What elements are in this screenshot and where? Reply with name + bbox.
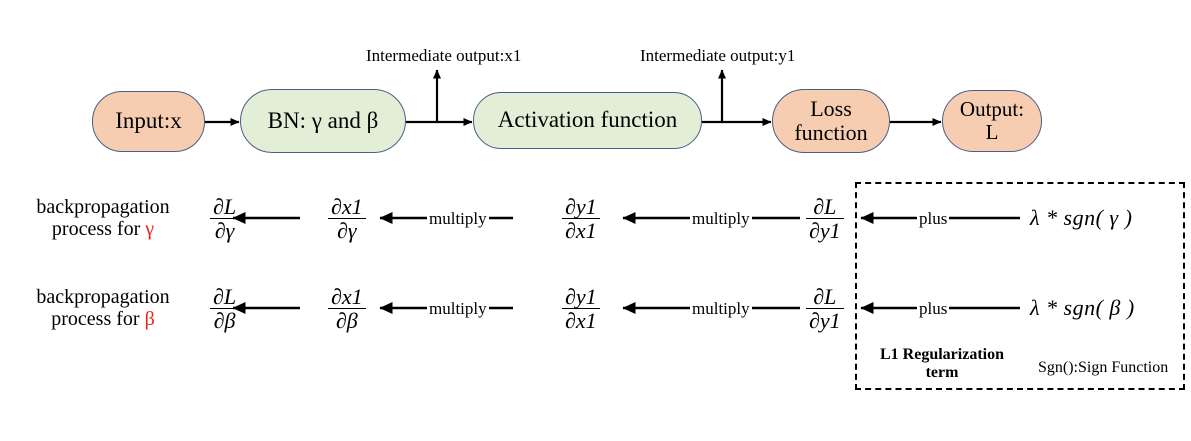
node-output-label-line2: L	[985, 120, 999, 144]
frac-dy1-dx1-row1: ∂y1 ∂x1	[562, 195, 600, 243]
edge-label-row2-plus: plus	[917, 299, 950, 319]
frac-dy1-dx1-row1-num: ∂y1	[565, 194, 597, 219]
frac-dL-dgamma-num: ∂L	[213, 194, 237, 219]
frac-dL-dgamma-den: ∂γ	[210, 218, 240, 243]
node-loss-label-line2: function	[794, 120, 868, 145]
frac-dx1-dbeta-num: ∂x1	[331, 284, 363, 309]
l1-regularization-caption-line2: term	[925, 364, 959, 382]
row-label-beta-line2: process for β	[8, 308, 198, 330]
frac-dy1-dx1-row1-den: ∂x1	[562, 218, 600, 243]
row-label-beta: backpropagation process for β	[8, 286, 198, 331]
l1-regularization-caption-line1: L1 Regularization	[880, 346, 1004, 363]
edge-label-row2-multiply-2: multiply	[690, 299, 752, 319]
frac-dx1-dbeta-den: ∂β	[328, 308, 366, 333]
frac-dx1-dbeta: ∂x1 ∂β	[328, 285, 366, 333]
frac-dL-dy1-row2: ∂L ∂y1	[806, 285, 844, 333]
node-output[interactable]: Output: L	[942, 90, 1042, 152]
frac-dL-dy1-row2-den: ∂y1	[806, 308, 844, 333]
node-batchnorm-label: BN: γ and β	[267, 107, 379, 133]
row-label-gamma-line1: backpropagation	[36, 196, 170, 218]
node-output-label-line1: Output:	[959, 97, 1025, 122]
frac-dx1-dgamma: ∂x1 ∂γ	[328, 195, 366, 243]
label-intermediate-output-y1: Intermediate output:y1	[640, 46, 796, 65]
frac-dL-dy1-row1-num: ∂L	[813, 194, 837, 219]
edge-label-row1-multiply-1: multiply	[427, 209, 489, 229]
frac-dL-dbeta: ∂L ∂β	[210, 284, 240, 333]
node-activation[interactable]: Activation function	[473, 92, 702, 149]
frac-dy1-dx1-row2-num: ∂y1	[565, 284, 597, 309]
frac-dL-dbeta-den: ∂β	[210, 308, 240, 333]
node-loss[interactable]: Loss function	[772, 89, 890, 153]
row-label-beta-prefix: process for	[51, 308, 145, 331]
frac-dy1-dx1-row2: ∂y1 ∂x1	[562, 285, 600, 333]
row-label-gamma-line2: process for γ	[8, 218, 198, 240]
l1-regularization-box	[855, 182, 1185, 390]
l1-regularization-caption: L1 Regularization term	[862, 346, 1022, 383]
label-intermediate-output-x1: Intermediate output:x1	[366, 46, 522, 65]
row-label-gamma-symbol: γ	[145, 218, 155, 241]
frac-dL-dgamma: ∂L ∂γ	[210, 194, 240, 243]
frac-dL-dy1-row2-num: ∂L	[813, 284, 837, 309]
expr-lambda-sgn-gamma: λ * sgn( γ )	[1030, 205, 1133, 230]
frac-dy1-dx1-row2-den: ∂x1	[562, 308, 600, 333]
node-batchnorm[interactable]: BN: γ and β	[240, 89, 406, 153]
row-label-beta-symbol: β	[144, 308, 155, 331]
row-label-gamma: backpropagation process for γ	[8, 196, 198, 241]
edge-label-row2-multiply-1: multiply	[427, 299, 489, 319]
frac-dL-dy1-row1: ∂L ∂y1	[806, 195, 844, 243]
edge-label-row1-multiply-2: multiply	[690, 209, 752, 229]
frac-dx1-dgamma-den: ∂γ	[328, 218, 366, 243]
edge-label-row1-plus: plus	[917, 209, 950, 229]
node-input-label: Input:x	[115, 108, 182, 134]
expr-lambda-sgn-beta: λ * sgn( β )	[1030, 295, 1135, 320]
frac-dL-dy1-row1-den: ∂y1	[806, 218, 844, 243]
frac-dL-dbeta-num: ∂L	[213, 284, 237, 309]
frac-dx1-dgamma-num: ∂x1	[331, 194, 363, 219]
row-label-beta-line1: backpropagation	[36, 286, 170, 308]
node-loss-label-line1: Loss	[810, 96, 852, 122]
sgn-legend: Sgn():Sign Function	[1038, 359, 1169, 376]
node-activation-label: Activation function	[497, 107, 678, 133]
row-label-gamma-prefix: process for	[51, 218, 146, 241]
node-input[interactable]: Input:x	[92, 91, 205, 152]
